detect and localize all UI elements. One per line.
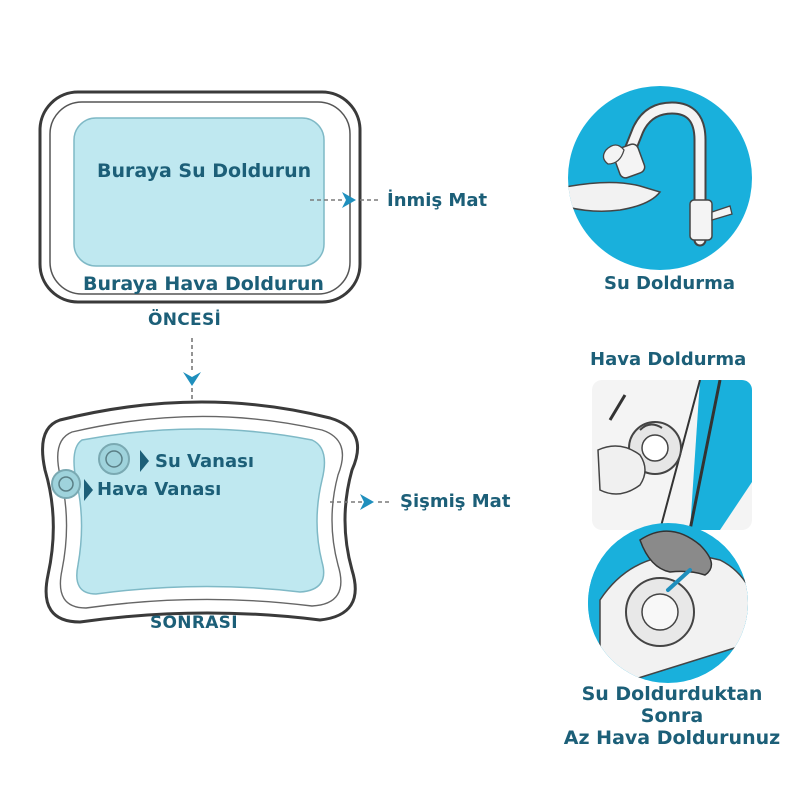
faucet-icon	[568, 86, 752, 270]
air-fill-label: Buraya Hava Doldurun	[83, 273, 324, 295]
before-mat	[38, 90, 362, 304]
final-step-label: Su Doldurduktan Sonra Az Hava Doldurunuz	[548, 683, 796, 749]
water-fill-step-label: Su Doldurma	[604, 273, 736, 294]
mouth-valve-photo	[588, 523, 748, 683]
arrow-right-icon-before	[310, 192, 378, 208]
water-fill-label: Buraya Su Doldurun	[97, 160, 312, 182]
after-caption: SONRASI	[150, 613, 238, 633]
before-caption: ÖNCESİ	[148, 310, 222, 330]
deflated-mat-label: İnmiş Mat	[387, 190, 488, 211]
final-step-line2: Az Hava Doldurunuz	[563, 727, 781, 749]
inflated-mat-label: Şişmiş Mat	[400, 491, 511, 512]
arrow-right-icon-after	[330, 494, 392, 510]
after-mat	[41, 400, 360, 624]
air-valve-label: Hava Vanası	[97, 479, 222, 500]
water-valve-icon	[98, 443, 149, 475]
air-valve-photo	[592, 380, 752, 530]
arrow-down-icon	[183, 338, 201, 410]
water-valve-label: Su Vanası	[155, 451, 254, 472]
final-step-line1: Su Doldurduktan Sonra	[581, 683, 763, 727]
air-valve-icon	[51, 469, 93, 501]
air-fill-step-label: Hava Doldurma	[590, 349, 747, 370]
